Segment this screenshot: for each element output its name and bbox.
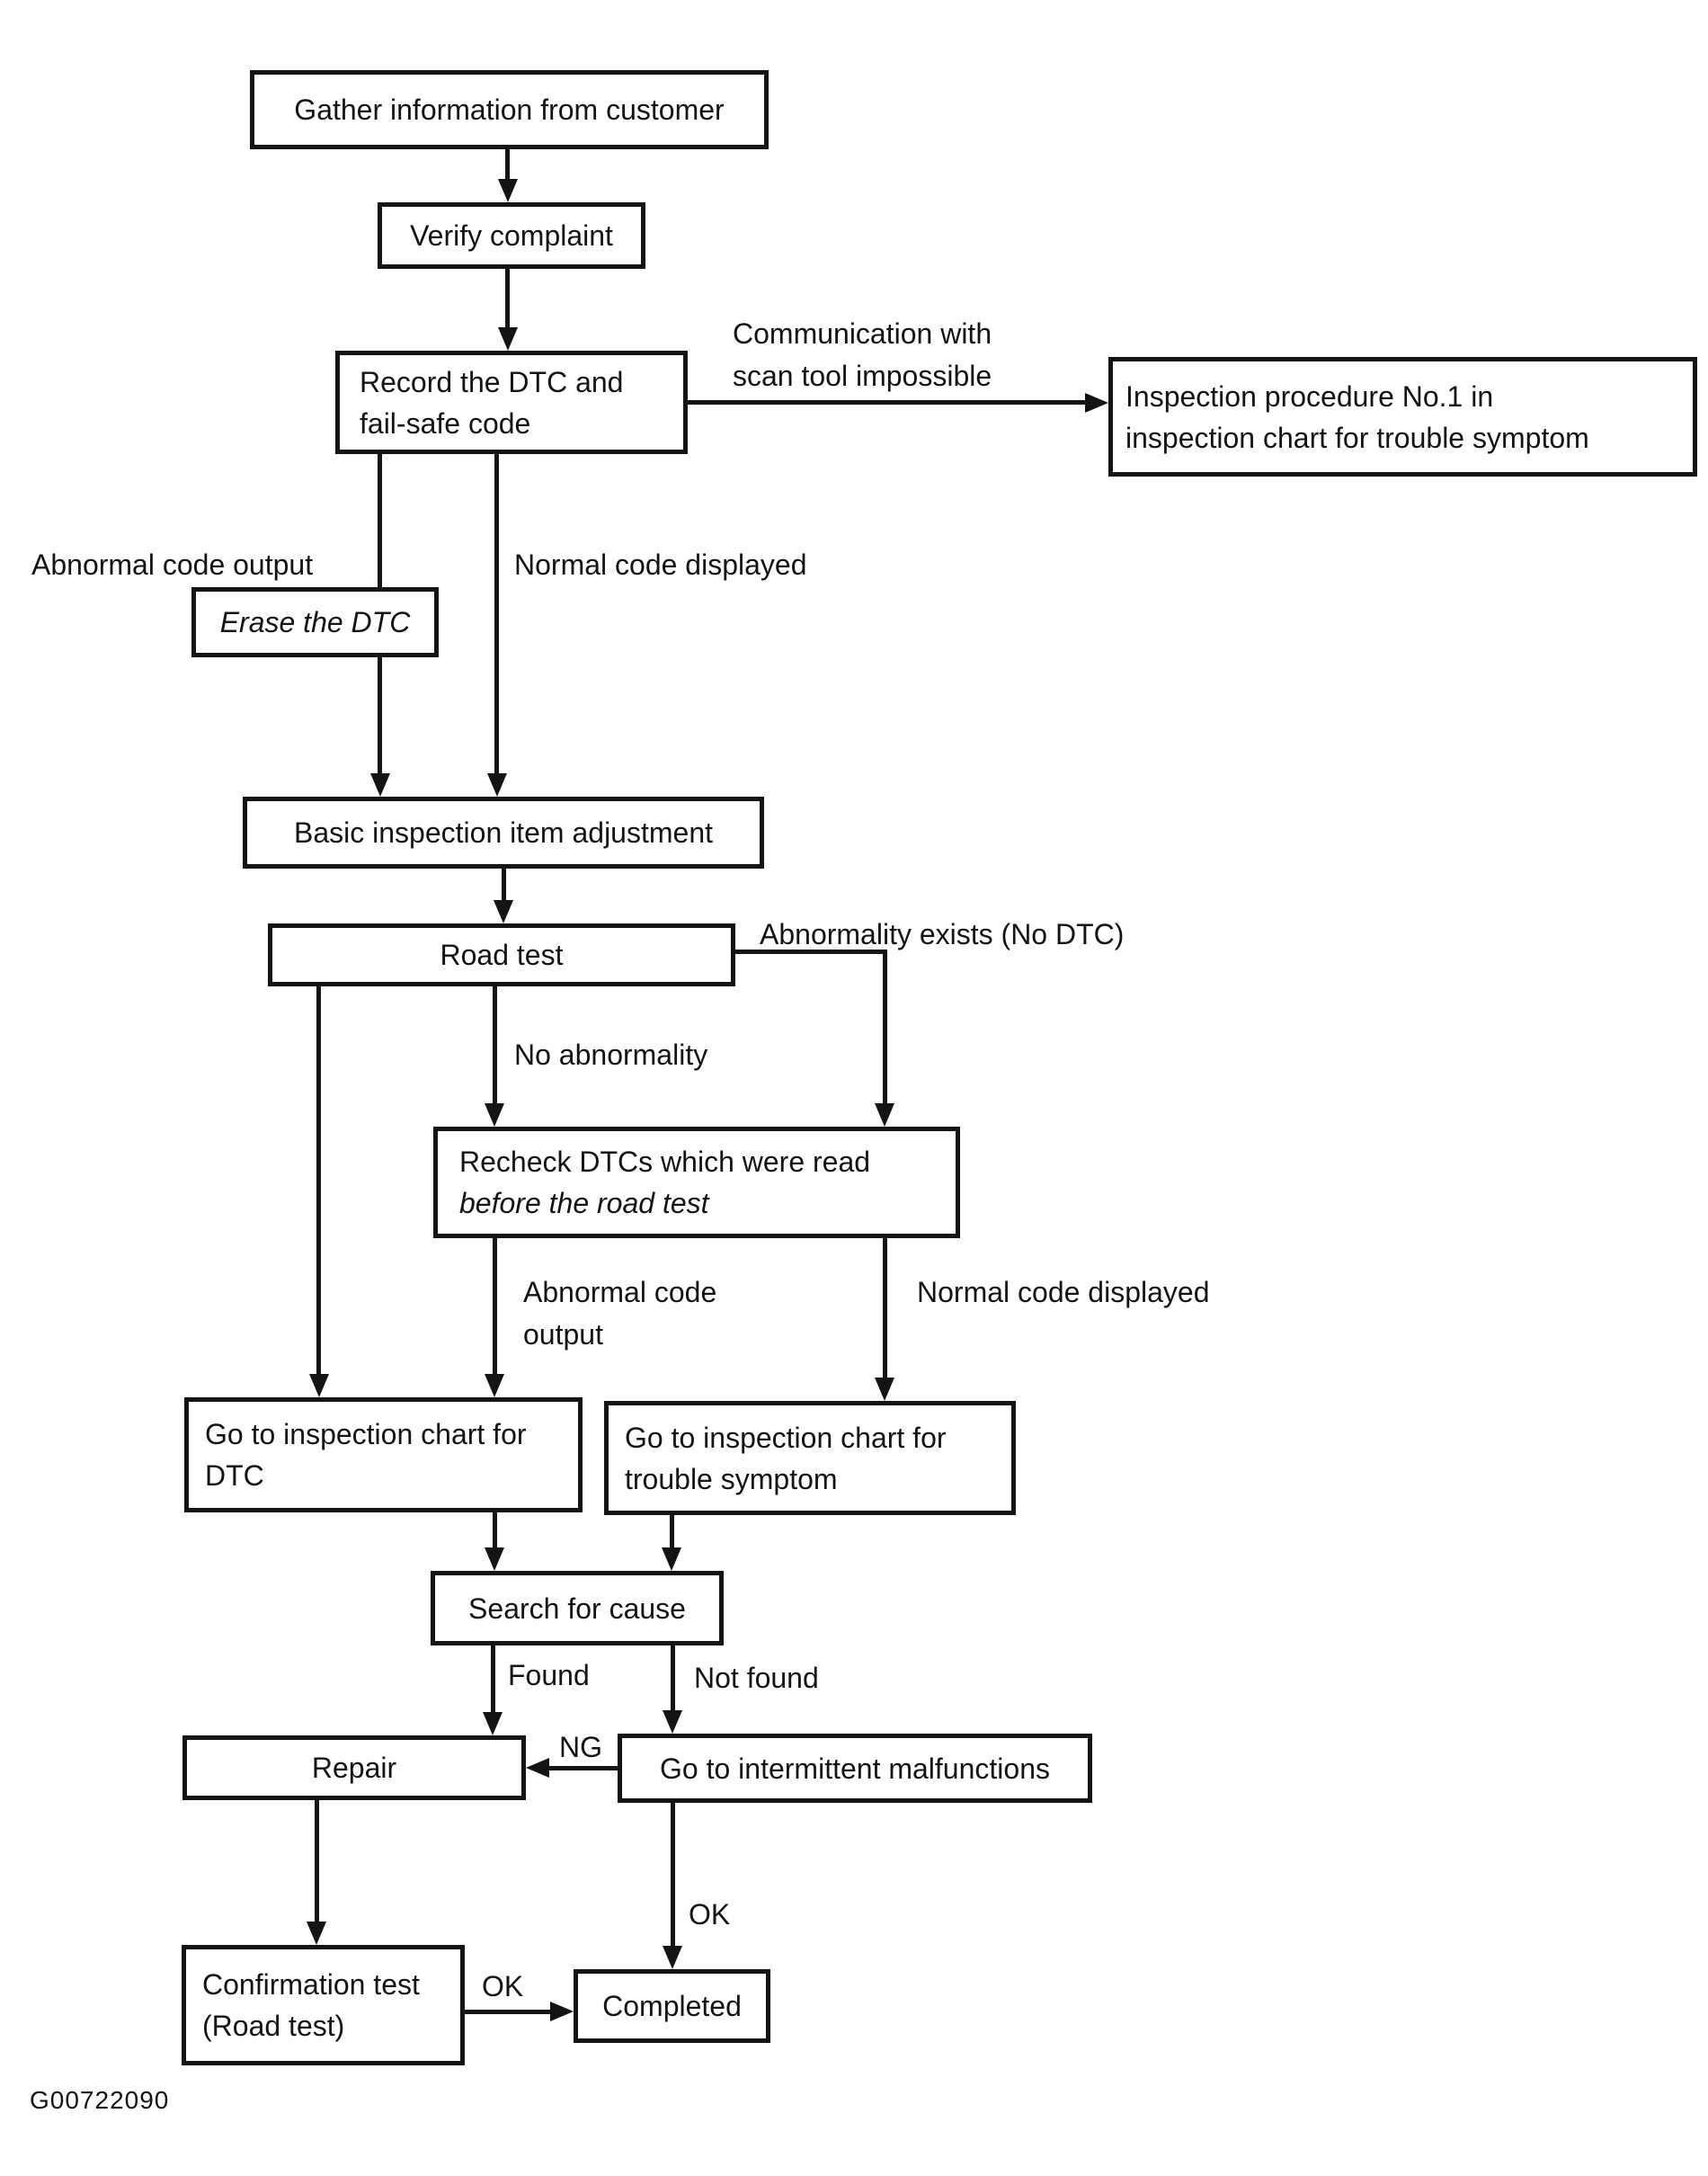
figure-code: G00722090 [30, 2086, 170, 2114]
node-gather-label: Gather information from customer [294, 94, 725, 126]
edge-label-abnormal-code-output-2: Abnormal code output [523, 1271, 716, 1356]
node-basic-inspection-label: Basic inspection item adjustment [294, 816, 713, 849]
node-go-chart-trouble-line-1: Go to inspection chart for [625, 1421, 947, 1454]
connector-roadtest-gochartdtc [316, 986, 321, 1374]
node-confirmation-test: Confirmation test (Road test) [182, 1945, 465, 2065]
connector-intermittent-repair [549, 1766, 618, 1770]
connector-search-repair [491, 1645, 495, 1712]
arrowhead-into-basic-left [370, 773, 390, 797]
connector-corner-recheck [883, 950, 887, 1103]
connector-repair-confirmation [315, 1800, 319, 1922]
edge-label-normal-code-displayed-2: Normal code displayed [917, 1276, 1210, 1308]
arrowhead-into-search-right [662, 1547, 681, 1571]
edge-label-communication-line-1: Communication with [733, 317, 992, 350]
arrowhead-into-gocharttrouble [875, 1378, 894, 1401]
node-intermittent-label: Go to intermittent malfunctions [660, 1752, 1050, 1785]
node-record-dtc: Record the DTC and fail-safe code [335, 351, 688, 454]
edge-label-ng: NG [559, 1731, 602, 1763]
arrowhead-into-search-left [485, 1547, 504, 1571]
arrowhead-into-confirmation [307, 1922, 326, 1945]
arrowhead-into-recheck-left [485, 1103, 504, 1127]
node-basic-inspection: Basic inspection item adjustment [243, 797, 764, 869]
node-recheck-dtcs: Recheck DTCs which were read before the … [433, 1127, 960, 1238]
edge-label-ok-confirmation: OK [482, 1970, 524, 2002]
edge-label-no-abnormality: No abnormality [514, 1039, 708, 1071]
edge-label-abnormal-code-output-2-line-2: output [523, 1318, 603, 1351]
arrowhead-into-verify [498, 179, 518, 202]
node-erase-dtc: Erase the DTC [191, 587, 439, 657]
node-road-test-label: Road test [440, 939, 564, 971]
node-confirmation-test-line-2: (Road test) [202, 2010, 345, 2042]
edge-label-abnormality-exists: Abnormality exists (No DTC) [760, 918, 1125, 950]
edge-label-abnormal-code-output-1: Abnormal code output [31, 548, 314, 581]
connector-roadtest-recheck [493, 986, 497, 1103]
node-recheck-dtcs-line-2: before the road test [459, 1187, 709, 1219]
connector-gochartdtc-search [493, 1512, 497, 1547]
node-erase-dtc-label: Erase the DTC [219, 606, 411, 638]
node-completed: Completed [574, 1969, 770, 2043]
node-record-dtc-line-2: fail-safe code [360, 406, 531, 440]
node-completed-label: Completed [602, 1990, 742, 2022]
node-confirmation-test-line-1: Confirmation test [202, 1968, 420, 2001]
node-verify: Verify complaint [378, 202, 645, 269]
node-go-chart-trouble-line-2: trouble symptom [625, 1462, 838, 1495]
node-repair-label: Repair [311, 1752, 397, 1784]
arrowhead-into-gochartdtc-right [485, 1374, 504, 1397]
connector-confirmation-completed [465, 2010, 550, 2014]
arrowhead-into-repair-top [483, 1712, 503, 1735]
arrowhead-into-inspection [1085, 393, 1108, 413]
edge-label-communication-line-2: scan tool impossible [733, 360, 992, 392]
connector-intermittent-completed [671, 1803, 675, 1946]
edge-label-found: Found [508, 1659, 590, 1691]
node-record-dtc-line-1: Record the DTC and [360, 365, 624, 398]
connector-gather-verify [505, 149, 510, 179]
node-search-cause-label: Search for cause [468, 1592, 686, 1625]
node-inspection-procedure-line-1: Inspection procedure No.1 in [1125, 379, 1494, 413]
node-go-chart-trouble: Go to inspection chart for trouble sympt… [604, 1401, 1016, 1515]
arrowhead-into-completed-top [663, 1946, 682, 1969]
arrowhead-into-recheck-right [875, 1103, 894, 1127]
node-go-chart-dtc-line-2: DTC [205, 1459, 264, 1492]
node-go-chart-dtc: Go to inspection chart for DTC [184, 1397, 583, 1512]
connector-recheck-gochartdtc [493, 1238, 497, 1374]
node-inspection-procedure: Inspection procedure No.1 in inspection … [1108, 357, 1697, 477]
arrowhead-into-roadtest [494, 900, 513, 923]
node-verify-label: Verify complaint [410, 219, 613, 252]
node-recheck-dtcs-line-1: Recheck DTCs which were read [459, 1146, 871, 1178]
arrowhead-into-completed-left [550, 2002, 574, 2021]
edge-label-abnormal-code-output-2-line-1: Abnormal code [523, 1276, 717, 1308]
edge-label-ok-intermittent: OK [689, 1898, 731, 1931]
node-search-cause: Search for cause [431, 1571, 724, 1645]
node-inspection-procedure-line-2: inspection chart for trouble symptom [1125, 421, 1589, 454]
arrowhead-into-record [498, 327, 518, 351]
arrowhead-into-basic-right [487, 773, 507, 797]
edge-label-communication: Communication with scan tool impossible [733, 313, 992, 397]
connector-basic-roadtest [502, 869, 506, 900]
node-road-test: Road test [268, 923, 735, 986]
connector-verify-record [505, 269, 510, 327]
node-repair: Repair [182, 1735, 526, 1800]
node-gather: Gather information from customer [250, 70, 769, 149]
connector-search-intermittent [671, 1645, 675, 1710]
node-go-chart-dtc-line-1: Go to inspection chart for [205, 1418, 527, 1450]
edge-label-not-found: Not found [694, 1662, 819, 1694]
connector-recheck-gocharttrouble [883, 1238, 887, 1378]
connector-record-basic-right [494, 454, 499, 773]
arrowhead-into-gochartdtc-left [309, 1374, 329, 1397]
connector-record-inspection [688, 400, 1085, 405]
connector-roadtest-corner [731, 950, 887, 954]
arrowhead-into-repair-right [526, 1758, 549, 1778]
arrowhead-into-intermittent [663, 1710, 682, 1734]
edge-label-normal-code-displayed-1: Normal code displayed [514, 548, 807, 581]
node-intermittent: Go to intermittent malfunctions [618, 1734, 1092, 1803]
connector-gocharttrouble-search [670, 1515, 674, 1547]
